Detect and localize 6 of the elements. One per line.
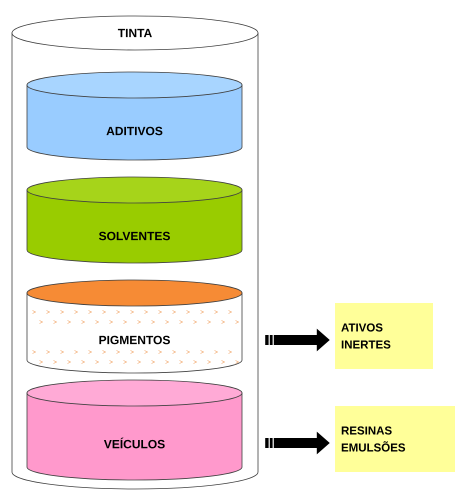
cylinder: VEÍCULOS bbox=[26, 380, 242, 480]
cylinder: ADITIVOS bbox=[26, 72, 242, 160]
label-box: ATIVOS INERTES bbox=[335, 303, 433, 369]
label-box: RESINAS EMULSÕES bbox=[335, 406, 455, 472]
cylinder: PIGMENTOS bbox=[26, 280, 242, 374]
cylinder: SOLVENTES bbox=[26, 176, 242, 264]
